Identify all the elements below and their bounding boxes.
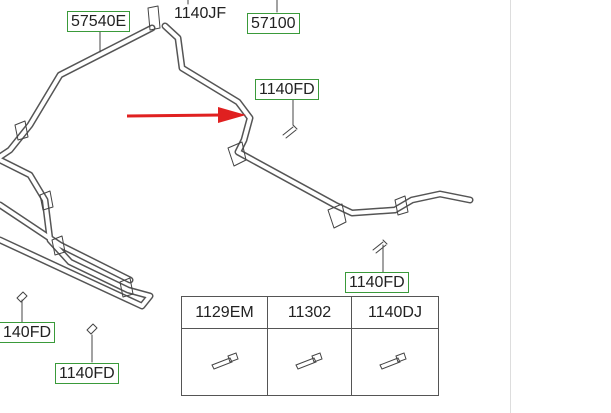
bolt-icons [211, 352, 407, 370]
fastener-table: 1129EM 11302 1140DJ [181, 296, 439, 396]
part-label-1140fd-right[interactable]: 1140FD [345, 272, 409, 293]
part-label-140fd-left[interactable]: 140FD [0, 322, 56, 343]
right-border [510, 0, 511, 413]
table-header-11302[interactable]: 11302 [268, 297, 352, 329]
bolt-cell [182, 329, 268, 395]
part-label-1140fd-top[interactable]: 1140FD [255, 79, 319, 100]
table-header-1140dj[interactable]: 1140DJ [352, 297, 438, 329]
red-arrow [126, 107, 246, 123]
table-header-1129em[interactable]: 1129EM [182, 297, 268, 329]
part-label-1140jf[interactable]: 1140JF [174, 5, 227, 22]
part-label-57100[interactable]: 57100 [247, 13, 300, 34]
bolt-cell [352, 329, 438, 395]
part-label-57540e[interactable]: 57540E [67, 11, 131, 32]
part-label-1140fd-bottom[interactable]: 1140FD [55, 363, 119, 384]
bolt-cell [268, 329, 352, 395]
